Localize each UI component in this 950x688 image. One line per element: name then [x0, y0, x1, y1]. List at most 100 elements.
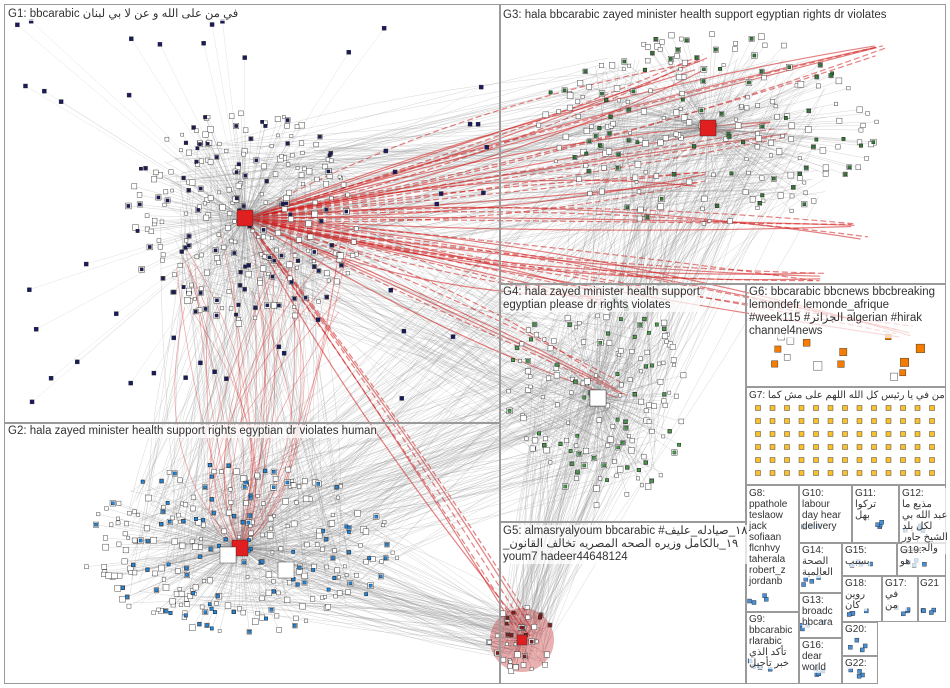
node: [109, 523, 113, 527]
node: [790, 194, 794, 198]
node: [165, 137, 169, 141]
node: [930, 458, 935, 463]
node: [875, 120, 878, 123]
node: [627, 64, 630, 67]
node: [488, 640, 492, 644]
node: [543, 444, 546, 447]
node: [834, 102, 838, 106]
node: [848, 166, 851, 169]
node: [599, 145, 602, 148]
node: [681, 115, 687, 121]
node: [181, 133, 184, 136]
node: [566, 421, 569, 424]
node: [197, 208, 200, 211]
node: [329, 521, 335, 527]
node: [710, 32, 715, 37]
node: [204, 116, 207, 119]
node: [814, 445, 819, 450]
node: [216, 594, 219, 597]
node: [103, 536, 108, 541]
node: [772, 177, 775, 180]
node: [712, 173, 716, 177]
node: [843, 432, 848, 437]
node: [244, 501, 249, 506]
node: [295, 125, 299, 129]
node: [354, 227, 358, 231]
node: [315, 543, 319, 547]
node: [170, 599, 176, 605]
node: [375, 515, 378, 518]
node: [177, 513, 181, 517]
node: [265, 180, 268, 183]
node: [163, 203, 166, 206]
node: [208, 126, 214, 132]
node: [715, 204, 718, 207]
node: [587, 170, 590, 173]
node: [179, 603, 183, 607]
node: [866, 112, 870, 116]
node: [564, 485, 567, 488]
node: [858, 669, 862, 673]
node: [901, 445, 906, 450]
node: [514, 652, 520, 658]
node: [264, 201, 268, 205]
node: [901, 612, 905, 616]
node: [781, 43, 786, 48]
node: [161, 510, 164, 513]
node: [805, 127, 811, 133]
node: [235, 197, 238, 200]
hub-node: [278, 562, 294, 578]
node: [112, 573, 118, 579]
node: [886, 471, 891, 476]
node: [546, 376, 551, 381]
node: [619, 318, 622, 321]
node: [308, 234, 313, 239]
node: [136, 229, 139, 232]
node: [523, 655, 526, 658]
node: [273, 476, 278, 481]
node: [203, 202, 207, 206]
node: [530, 446, 535, 451]
node: [529, 338, 532, 341]
node: [622, 68, 625, 71]
node: [855, 638, 859, 642]
node: [915, 458, 920, 463]
node: [520, 626, 523, 629]
node: [189, 625, 195, 631]
node: [857, 419, 862, 424]
node: [241, 610, 246, 615]
node: [208, 195, 213, 200]
node: [304, 296, 307, 299]
node: [695, 56, 698, 59]
node: [567, 93, 573, 99]
node: [291, 483, 296, 488]
node: [616, 372, 619, 375]
node: [702, 79, 705, 82]
node: [581, 95, 584, 98]
node: [206, 142, 209, 145]
node: [583, 396, 586, 399]
node: [748, 599, 752, 603]
node: [345, 210, 348, 213]
node: [244, 481, 247, 484]
node: [929, 611, 933, 615]
node: [182, 520, 185, 523]
node: [521, 663, 526, 668]
node: [49, 376, 53, 380]
node: [734, 41, 738, 45]
node: [763, 594, 767, 598]
node: [184, 614, 187, 617]
node: [872, 406, 877, 411]
node: [655, 323, 658, 326]
node: [324, 595, 327, 598]
node: [232, 610, 235, 613]
node: [311, 568, 314, 571]
node: [138, 203, 141, 206]
node: [249, 524, 252, 527]
node: [182, 285, 185, 288]
node: [756, 136, 762, 142]
node: [604, 314, 609, 319]
node: [240, 476, 246, 482]
node: [811, 199, 816, 204]
node: [548, 346, 553, 351]
